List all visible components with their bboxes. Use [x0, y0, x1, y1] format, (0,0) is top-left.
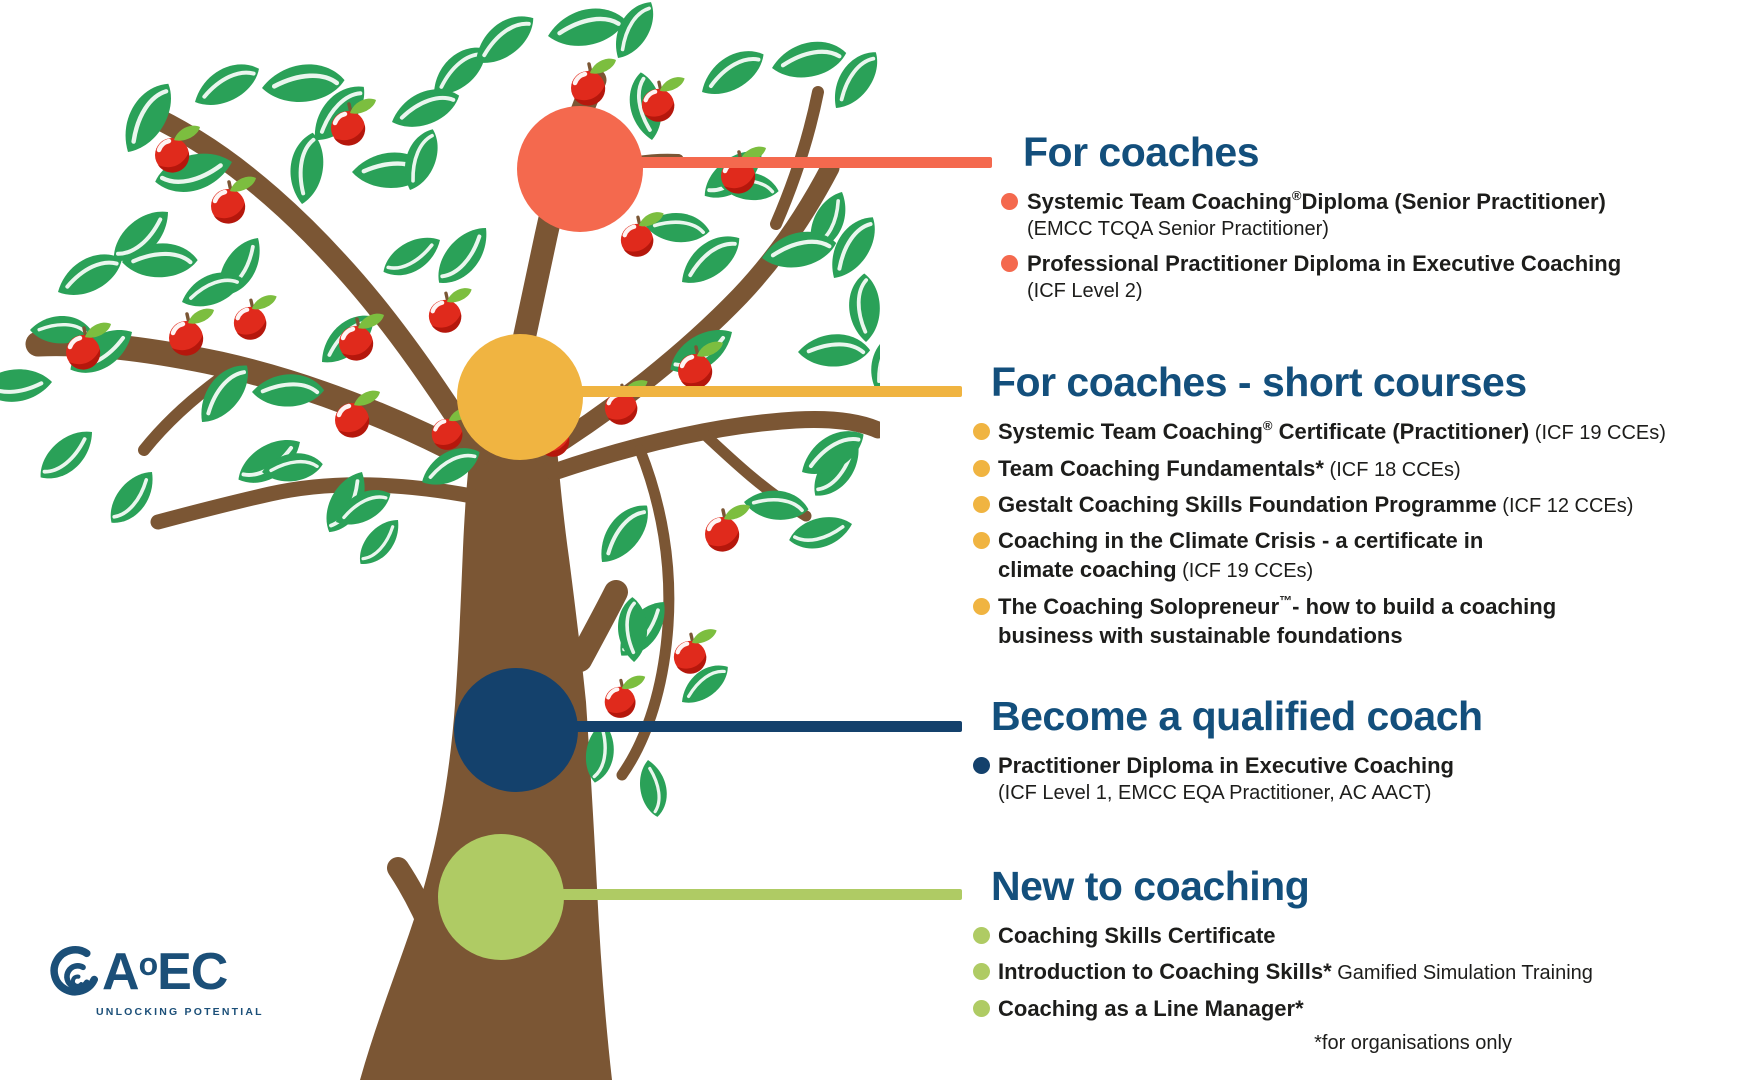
bullet-dot — [973, 999, 990, 1017]
course-item: Introduction to Coaching Skills* Gamifie… — [973, 957, 1733, 986]
bullet-dot — [973, 459, 990, 477]
connector-line-short-courses — [520, 386, 962, 397]
bullet-dot — [973, 495, 990, 513]
level-circle-qualified-coach — [454, 668, 578, 792]
bullet-dot — [1001, 255, 1018, 273]
connector-line-qualified-coach — [516, 721, 962, 732]
course-item: Team Coaching Fundamentals* (ICF 18 CCEs… — [973, 454, 1733, 483]
level-circle-short-courses — [457, 334, 583, 460]
bullet-dot — [973, 423, 990, 441]
bullet-dot — [1001, 193, 1018, 211]
level-circle-for-coaches — [517, 106, 643, 232]
section-heading: For coaches — [1023, 129, 1260, 175]
section-qualified-coach: Become a qualified coach Practitioner Di… — [973, 692, 1733, 813]
bullet-dot — [973, 927, 990, 945]
course-item: Professional Practitioner Diploma in Exe… — [1001, 249, 1760, 304]
section-for-coaches: For coaches Systemic Team Coaching®Diplo… — [1001, 128, 1760, 311]
footnote: *for organisations only — [1314, 1032, 1512, 1054]
section-heading: For coaches - short courses — [991, 359, 1527, 405]
aoec-logo: AoEC UNLOCKING POTENTIAL — [42, 942, 264, 1018]
course-item: The Coaching Solopreneur™- how to build … — [973, 592, 1733, 650]
section-short-courses: For coaches - short courses Systemic Tea… — [973, 358, 1733, 657]
bullet-dot — [973, 963, 990, 981]
course-item: Systemic Team Coaching® Certificate (Pra… — [973, 417, 1733, 446]
logo-tagline: UNLOCKING POTENTIAL — [96, 1006, 264, 1018]
section-new-to-coaching: New to coaching Coaching Skills Certific… — [973, 862, 1733, 1030]
course-accreditation: (ICF Level 1, EMCC EQA Practitioner, AC … — [998, 782, 1432, 805]
course-item: Coaching Skills Certificate — [973, 921, 1733, 950]
course-accreditation: (ICF Level 2) — [1027, 280, 1143, 303]
bullet-dot — [973, 597, 990, 615]
course-accreditation: (EMCC TCQA Senior Practitioner) — [1027, 218, 1329, 241]
bullet-dot — [973, 532, 990, 550]
course-item: Systemic Team Coaching®Diploma (Senior P… — [1001, 187, 1760, 242]
course-item: Coaching in the Climate Crisis - a certi… — [973, 526, 1733, 584]
course-item: Practitioner Diploma in Executive Coachi… — [973, 751, 1733, 806]
level-circle-new-to-coaching — [438, 834, 564, 960]
logo-wordmark: AoEC — [102, 943, 228, 1001]
connector-line-new-to-coaching — [501, 889, 962, 900]
connector-line-for-coaches — [580, 157, 992, 168]
wave-icon — [50, 946, 98, 996]
bullet-dot — [973, 757, 990, 775]
course-item: Gestalt Coaching Skills Foundation Progr… — [973, 490, 1733, 519]
section-heading: New to coaching — [991, 863, 1310, 909]
course-item: Coaching as a Line Manager* — [973, 994, 1733, 1023]
section-heading: Become a qualified coach — [991, 693, 1483, 739]
